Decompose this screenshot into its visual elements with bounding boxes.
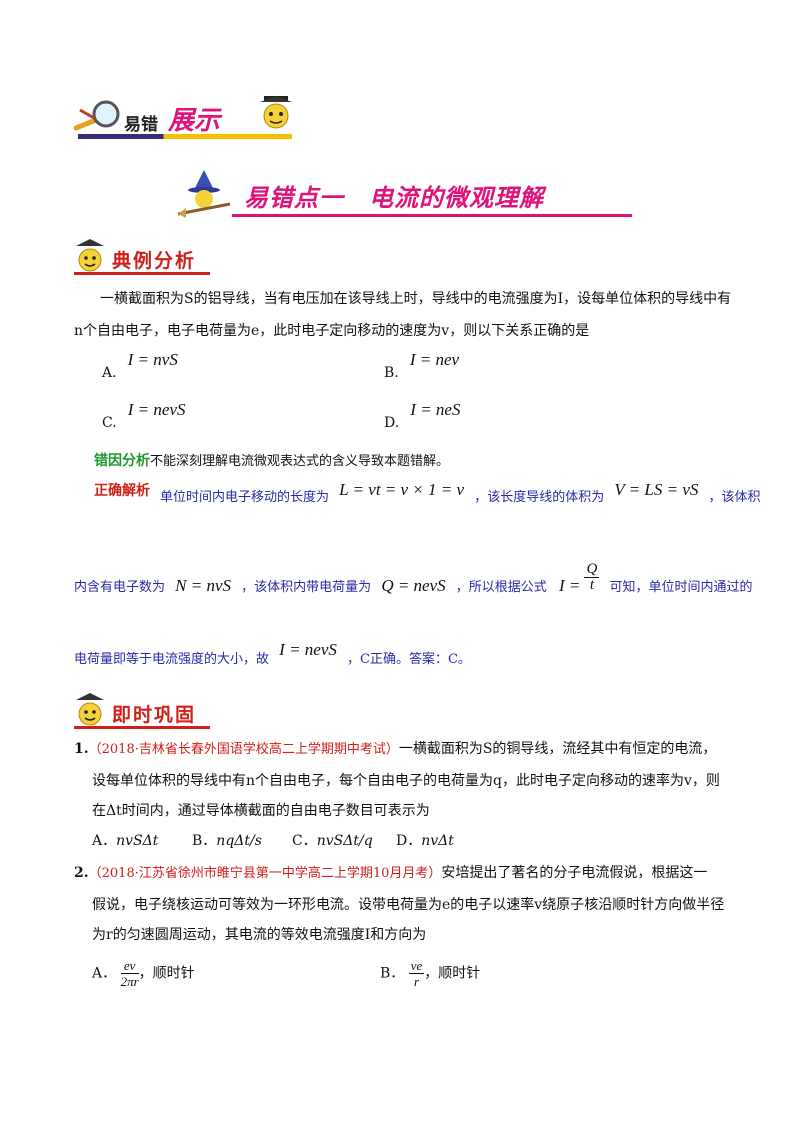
error-text: 不能深刻理解电流微观表达式的含义导致本题错解。 [150, 454, 450, 469]
option-a[interactable]: A. I = nvS [102, 350, 178, 381]
option-letter: D． [396, 833, 422, 849]
analysis-text: ，C正确。答案：C。 [347, 652, 471, 667]
q2-option-b[interactable]: B． ve r ，顺时针 [380, 958, 480, 989]
analysis-text: ，该体积内带电荷量为 [241, 580, 372, 595]
question-1-line2: 设每单位体积的导线中有n个自由电子，每个自由电子的电荷量为q，此时电子定向移动的… [92, 773, 720, 789]
example-heading-block: 典例分析 [70, 236, 230, 280]
correct-label: 正确解析 [94, 483, 150, 499]
example-stem-line2: n个自由电子，电子电荷量为e，此时电子定向移动的速度为v，则以下关系正确的是 [74, 323, 590, 339]
fraction-lhs: I = [558, 576, 581, 595]
option-fraction: ve r [408, 958, 425, 989]
question-text: 安培提出了著名的分子电流假说，根据这一 [441, 865, 708, 881]
example-stem-line1: 一横截面积为S的铝导线，当有电压加在该导线上时，导线中的电流强度为I，设每单位体… [100, 291, 732, 307]
option-letter: C. [102, 415, 117, 431]
topic-rule [232, 214, 632, 217]
fraction-numerator: ev [120, 958, 139, 974]
analysis-text: 电荷量即等于电流强度的大小，故 [74, 652, 270, 667]
option-letter: A． [92, 965, 117, 982]
question-source: （2018·吉林省长春外国语学校高二上学期期中考试） [88, 742, 399, 757]
question-number: 1. [74, 741, 89, 757]
mascot-icon [76, 693, 104, 726]
option-formula: I = nevS [127, 400, 186, 419]
practice-heading-rule [74, 726, 210, 729]
option-b[interactable]: B. I = nev [384, 350, 460, 381]
option-letter: A. [102, 365, 117, 381]
option-letter: B． [192, 833, 217, 849]
mascot-icon [76, 239, 104, 272]
analysis-formula: I = nevS [279, 640, 337, 659]
question-source: （2018·江苏省徐州市睢宁县第一中学高二上学期10月月考） [88, 866, 442, 881]
q1-option-d[interactable]: D．nvΔt [396, 830, 496, 852]
magnifier-icon [73, 100, 120, 131]
option-letter: D. [384, 415, 400, 431]
question-number: 2. [74, 865, 89, 881]
option-formula: I = nev [409, 350, 460, 369]
question-1-line1: 1.（2018·吉林省长春外国语学校高二上学期期中考试）一横截面积为S的铜导线，… [74, 738, 716, 761]
practice-heading: 即时巩固 [112, 704, 197, 726]
q1-option-a[interactable]: A．nvSΔt [92, 830, 192, 852]
mascot-icon [260, 96, 292, 129]
analysis-formula: V = LS = vS [614, 480, 699, 499]
analysis-text: 内含有电子数为 [74, 580, 166, 595]
q1-option-c[interactable]: C．nvSΔt/q [292, 830, 396, 852]
fraction-numerator: ve [408, 958, 425, 974]
header-banner: 易错 展示 [72, 94, 302, 144]
analysis-line2: 内含有电子数为 N = nvS ，该体积内带电荷量为 Q = nevS ，所以根… [74, 562, 753, 603]
option-text: nvΔt [421, 833, 454, 849]
example-heading: 典例分析 [112, 250, 197, 272]
question-text: 一横截面积为S的铜导线，流经其中有恒定的电流， [398, 741, 717, 757]
analysis-text: 单位时间内电子移动的长度为 [160, 490, 330, 505]
fraction-denominator: 2πr [120, 974, 139, 989]
error-analysis: 错因分析不能深刻理解电流微观表达式的含义导致本题错解。 [94, 450, 449, 470]
analysis-line1: 单位时间内电子移动的长度为 L = vt = v × 1 = v ，该长度导线的… [160, 480, 761, 506]
q1-option-b[interactable]: B．nqΔt/s [192, 830, 292, 852]
witch-mascot-icon [177, 170, 231, 218]
analysis-text: ，该体积 [708, 490, 761, 505]
q2-option-a[interactable]: A． ev 2πr ，顺时针 [92, 958, 195, 989]
question-2-line2: 假说，电子绕核运动可等效为一环形电流。设带电荷量为e的电子以速率v绕原子核沿顺时… [92, 897, 725, 913]
analysis-formula: Q = nevS [381, 576, 446, 595]
fraction-denominator: r [413, 974, 420, 989]
option-text: ，顺时针 [138, 965, 195, 982]
option-text: nvSΔt [116, 833, 159, 849]
question-1-line3: 在Δt时间内，通过导体横截面的自由电子数目可表示为 [92, 803, 430, 819]
topic-title: 易错点一 电流的微观理解 [244, 183, 544, 212]
option-text: ，顺时针 [424, 965, 481, 982]
analysis-line3: 电荷量即等于电流强度的大小，故 I = nevS ，C正确。答案：C。 [74, 640, 471, 668]
option-formula: I = neS [410, 400, 461, 419]
option-formula: I = nvS [127, 350, 178, 369]
option-text: nqΔt/s [216, 833, 262, 849]
fraction-q-over-t: Q t [584, 561, 600, 593]
question-2-line3: 为r的匀速圆周运动，其电流的等效电流强度I和方向为 [92, 927, 427, 943]
option-letter: B. [384, 365, 399, 381]
analysis-text: ，所以根据公式 [455, 580, 547, 595]
analysis-formula: L = vt = v × 1 = v [339, 480, 465, 499]
header-label-left: 易错 [124, 115, 158, 135]
header-label-right: 展示 [168, 106, 221, 136]
option-letter: A． [92, 833, 117, 849]
option-c[interactable]: C. I = nevS [102, 400, 186, 431]
option-text: nvSΔt/q [316, 833, 373, 849]
error-label: 错因分析 [94, 453, 150, 469]
header-rule [78, 134, 292, 139]
question-2-line1: 2.（2018·江苏省徐州市睢宁县第一中学高二上学期10月月考）安培提出了著名的… [74, 862, 707, 885]
example-heading-rule [74, 272, 210, 275]
option-fraction: ev 2πr [120, 958, 139, 989]
fraction-numerator: Q [584, 561, 600, 578]
analysis-text: ，该长度导线的体积为 [474, 490, 605, 505]
analysis-text: 可知，单位时间内通过的 [609, 580, 753, 595]
topic-banner: 易错点一 电流的微观理解 [176, 170, 636, 220]
option-letter: B． [380, 965, 405, 982]
practice-heading-block: 即时巩固 [70, 690, 230, 734]
option-d[interactable]: D. I = neS [384, 400, 461, 431]
fraction-denominator: t [589, 577, 594, 593]
option-letter: C． [292, 833, 317, 849]
analysis-formula: N = nvS [175, 576, 232, 595]
